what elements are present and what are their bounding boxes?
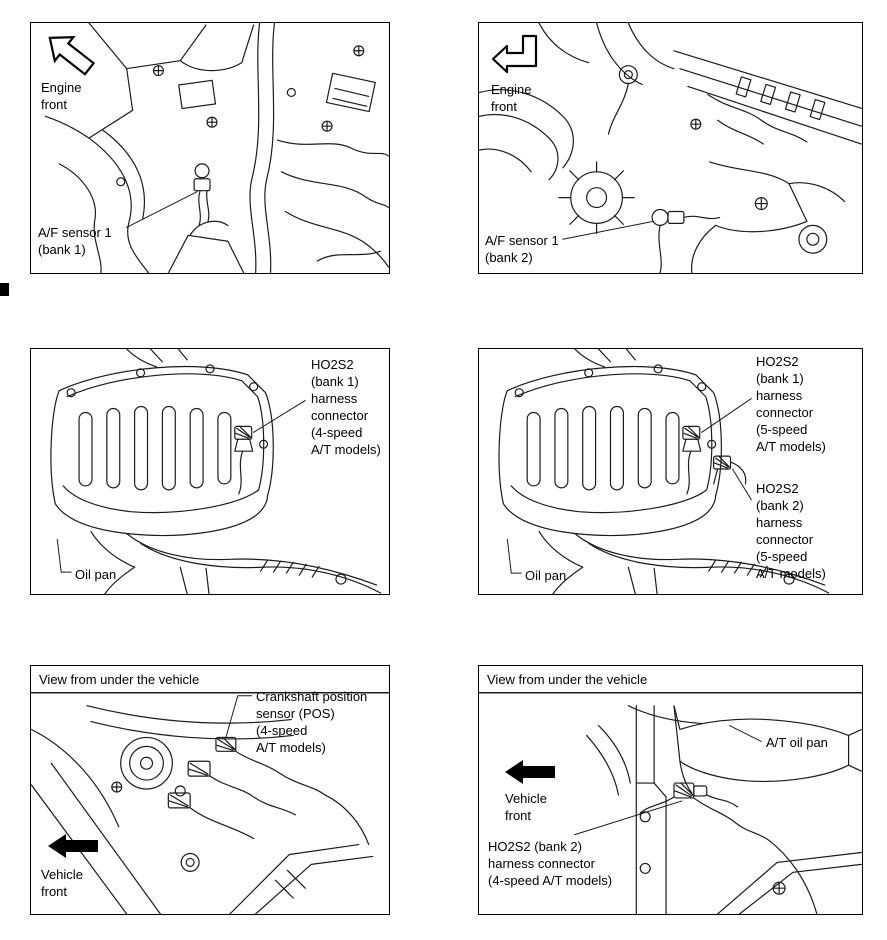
engine-front-arrow-icon (48, 35, 96, 76)
panel-ho2s2-5speed: HO2S2 (bank 1) harness connector (5-spee… (478, 348, 863, 595)
panel-af-sensor-bank2: Engine front A/F sensor 1 (bank 2) (478, 22, 863, 274)
engine-front-label: Engine front (491, 82, 532, 114)
panel-title-under-vehicle: View from under the vehicle (487, 672, 648, 687)
engine-bay-illustration-bank1 (44, 23, 389, 273)
panel-af-sensor-bank1: Engine front A/F sensor 1 (bank 1) (30, 22, 390, 274)
callout-crankshaft-position-sensor: Crankshaft position sensor (POS) (4-spee… (256, 689, 368, 755)
under-vehicle-illustration-pos (31, 692, 389, 914)
engine-front-arrow-icon (491, 34, 538, 74)
callout-ho2s2-bank2-connector: HO2S2 (bank 2) harness connector (5-spee… (756, 481, 826, 581)
callout-at-oil-pan: A/T oil pan (766, 735, 828, 750)
callout-af-sensor-bank2: A/F sensor 1 (bank 2) (485, 233, 559, 265)
callout-ho2s2-bank1-connector: HO2S2 (bank 1) harness connector (5-spee… (756, 354, 826, 454)
panel-crankshaft-position-sensor: View from under the vehicle Crankshaft p… (30, 665, 390, 915)
under-vehicle-illustration-at-pan (479, 692, 862, 914)
callout-oil-pan: Oil pan (525, 568, 567, 583)
panel-ho2s2-4speed: HO2S2 (bank 1) harness connector (4-spee… (30, 348, 390, 595)
panel-title-under-vehicle: View from under the vehicle (39, 672, 200, 687)
callout-af-sensor-bank1: A/F sensor 1 (bank 1) (38, 225, 112, 257)
print-registration-mark (0, 283, 9, 296)
engine-bay-illustration-bank2 (479, 23, 862, 273)
oil-pan-illustration-5speed (498, 349, 830, 594)
panel-ho2s2-bank2-4speed: View from under the vehicle A/T oil pan … (478, 665, 863, 915)
vehicle-front-arrow-icon (48, 834, 98, 858)
vehicle-front-arrow-icon (505, 760, 555, 784)
oil-pan-illustration-4speed (50, 349, 382, 594)
vehicle-front-label: Vehicle front (505, 791, 547, 823)
vehicle-front-label: Vehicle front (41, 867, 83, 899)
callout-oil-pan: Oil pan (75, 567, 117, 582)
callout-ho2s2-bank1-connector: HO2S2 (bank 1) harness connector (4-spee… (311, 357, 381, 457)
engine-front-label: Engine front (41, 80, 82, 112)
callout-ho2s2-bank2-connector: HO2S2 (bank 2) harness connector (4-spee… (488, 839, 613, 888)
